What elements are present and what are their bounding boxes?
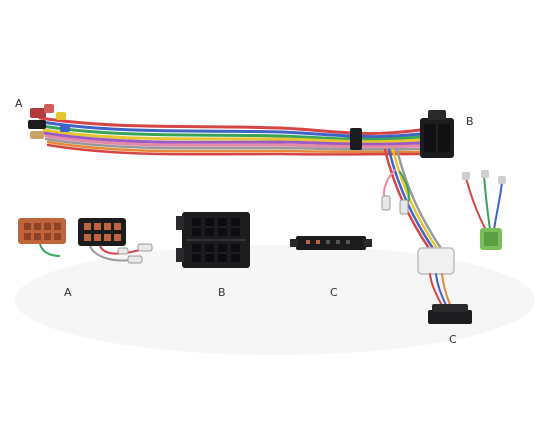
inline-white-connector <box>417 247 455 275</box>
main-wire-bundle <box>38 116 422 156</box>
label-connector-a: A <box>64 286 72 299</box>
label-connector-c: C <box>330 286 338 299</box>
label-connector-b: B <box>218 286 226 299</box>
connector-c-illustration <box>290 236 372 250</box>
bundle-sleeve <box>350 128 362 150</box>
label-harness-end-b: B <box>466 115 474 128</box>
label-harness-end-c: C <box>449 333 457 346</box>
harness-end-b-connector <box>420 110 454 158</box>
connector-b-illustration <box>176 212 250 268</box>
connector-a-illustration <box>18 218 153 264</box>
green-mini-adapter <box>462 170 506 250</box>
label-harness-end-a: A <box>15 97 23 110</box>
harness-end-a-connectors <box>28 104 70 139</box>
harness-end-c-connector <box>428 304 472 324</box>
